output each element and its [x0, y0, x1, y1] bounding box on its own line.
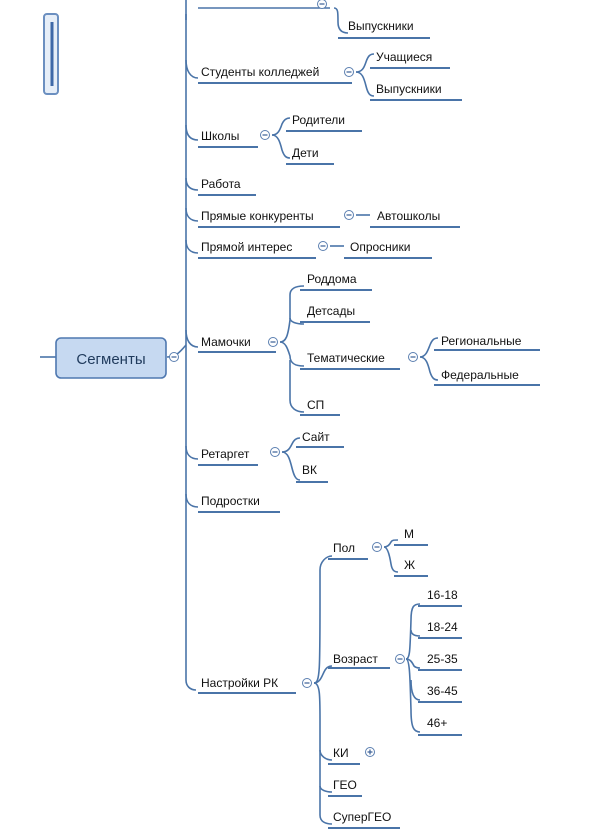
collapse-icon[interactable] [270, 447, 280, 457]
root-label: Сегменты [76, 351, 145, 368]
topic-age-25-35[interactable]: 25-35 [427, 652, 458, 666]
topic-geo[interactable]: ГЕО [333, 778, 357, 792]
topic-labels: Выпускники Студенты колледжей Учащиеся В… [201, 19, 522, 824]
topic-direct-competitors[interactable]: Прямые конкуренты [201, 209, 314, 223]
topic-schools[interactable]: Школы [201, 129, 239, 143]
topic-age-16-18[interactable]: 16-18 [427, 588, 458, 602]
topic-gender[interactable]: Пол [333, 541, 355, 555]
topic-sp[interactable]: СП [307, 398, 324, 412]
collapse-icon[interactable] [169, 352, 179, 362]
topic-driving-schools[interactable]: Автошколы [377, 209, 440, 223]
collapse-icon[interactable] [260, 130, 270, 140]
topic-retarget[interactable]: Ретаргет [201, 447, 250, 461]
topic-vk[interactable]: ВК [302, 463, 317, 477]
topic-moms[interactable]: Мамочки [201, 335, 251, 349]
topic-college-students[interactable]: Студенты колледжей [201, 65, 319, 79]
collapse-toggles[interactable] [169, 0, 418, 757]
collapse-icon[interactable] [344, 210, 354, 220]
topic-thematic[interactable]: Тематические [307, 351, 385, 365]
topic-surveys[interactable]: Опросники [350, 240, 410, 254]
side-panel-fragment [43, 13, 59, 95]
topic-kindergartens[interactable]: Детсады [307, 304, 355, 318]
collapse-icon[interactable] [302, 678, 312, 688]
topic-male[interactable]: М [404, 527, 414, 541]
topic-regional[interactable]: Региональные [441, 334, 522, 348]
topic-teens[interactable]: Подростки [201, 494, 260, 508]
topic-college-graduates[interactable]: Выпускники [376, 82, 442, 96]
expand-icon[interactable] [365, 747, 375, 757]
collapse-icon[interactable] [344, 67, 354, 77]
topic-rk-settings[interactable]: Настройки РК [201, 676, 278, 690]
collapse-icon[interactable] [317, 0, 327, 9]
topic-age-46-plus[interactable]: 46+ [427, 716, 447, 730]
topic-site[interactable]: Сайт [302, 430, 330, 444]
root-node[interactable]: Сегменты [55, 337, 167, 379]
edges [40, 0, 439, 825]
topic-ki[interactable]: КИ [333, 746, 349, 760]
topic-supergeo[interactable]: СуперГЕО [333, 810, 391, 824]
topic-college-learners[interactable]: Учащиеся [376, 50, 432, 64]
topic-parents[interactable]: Родители [292, 113, 345, 127]
topic-children[interactable]: Дети [292, 146, 319, 160]
topic-maternity-hospitals[interactable]: Роддома [307, 272, 357, 286]
topic-work[interactable]: Работа [201, 177, 241, 191]
topic-direct-interest[interactable]: Прямой интерес [201, 240, 292, 254]
collapse-icon[interactable] [268, 337, 278, 347]
topic-graduates-top[interactable]: Выпускники [348, 19, 414, 33]
topic-age-36-45[interactable]: 36-45 [427, 684, 458, 698]
collapse-icon[interactable] [395, 654, 405, 664]
topic-female[interactable]: Ж [404, 558, 415, 572]
collapse-icon[interactable] [408, 352, 418, 362]
collapse-icon[interactable] [318, 241, 328, 251]
topic-underlines [198, 37, 540, 829]
topic-federal[interactable]: Федеральные [441, 368, 519, 382]
topic-age-18-24[interactable]: 18-24 [427, 620, 458, 634]
topic-age[interactable]: Возраст [333, 652, 378, 666]
collapse-icon[interactable] [372, 542, 382, 552]
